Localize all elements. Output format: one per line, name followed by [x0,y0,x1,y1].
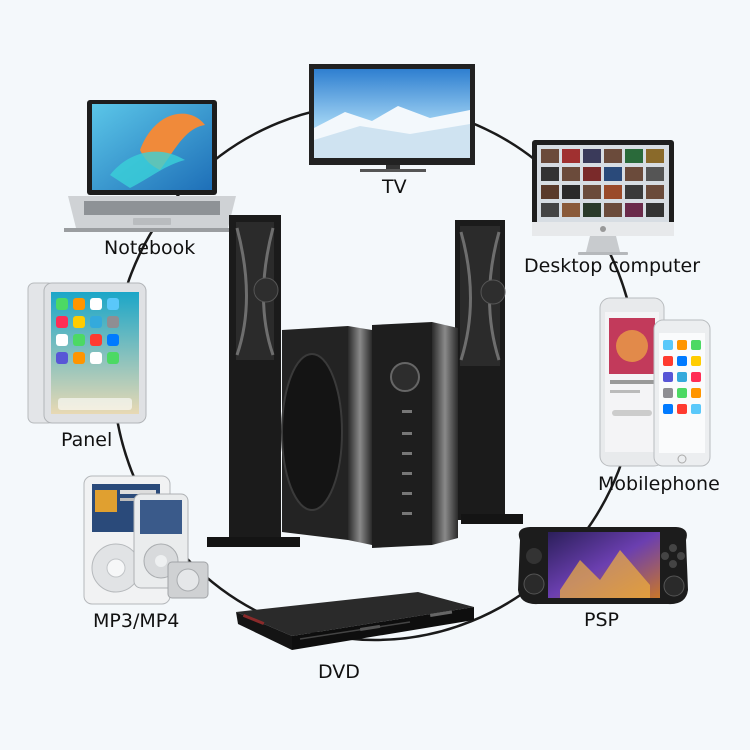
tablet-icon [27,282,147,424]
handheld-console-icon [518,527,688,605]
label-dvd: DVD [318,661,360,683]
label-notebook: Notebook [104,237,196,259]
label-mp3-mp4: MP3/MP4 [93,610,180,632]
label-desktop-computer: Desktop computer [524,255,701,277]
desktop-monitor-icon [532,140,674,255]
smartphone-icon [599,297,711,467]
tv-icon [309,64,475,172]
label-psp: PSP [584,609,619,631]
label-panel: Panel [61,429,113,451]
label-mobilephone: Mobilephone [598,473,720,495]
laptop-icon [64,100,240,232]
home-theater-speaker-icon [207,215,523,548]
dvd-player-icon [236,592,474,650]
mp3-player-icon [83,475,209,605]
label-tv: TV [382,176,407,198]
